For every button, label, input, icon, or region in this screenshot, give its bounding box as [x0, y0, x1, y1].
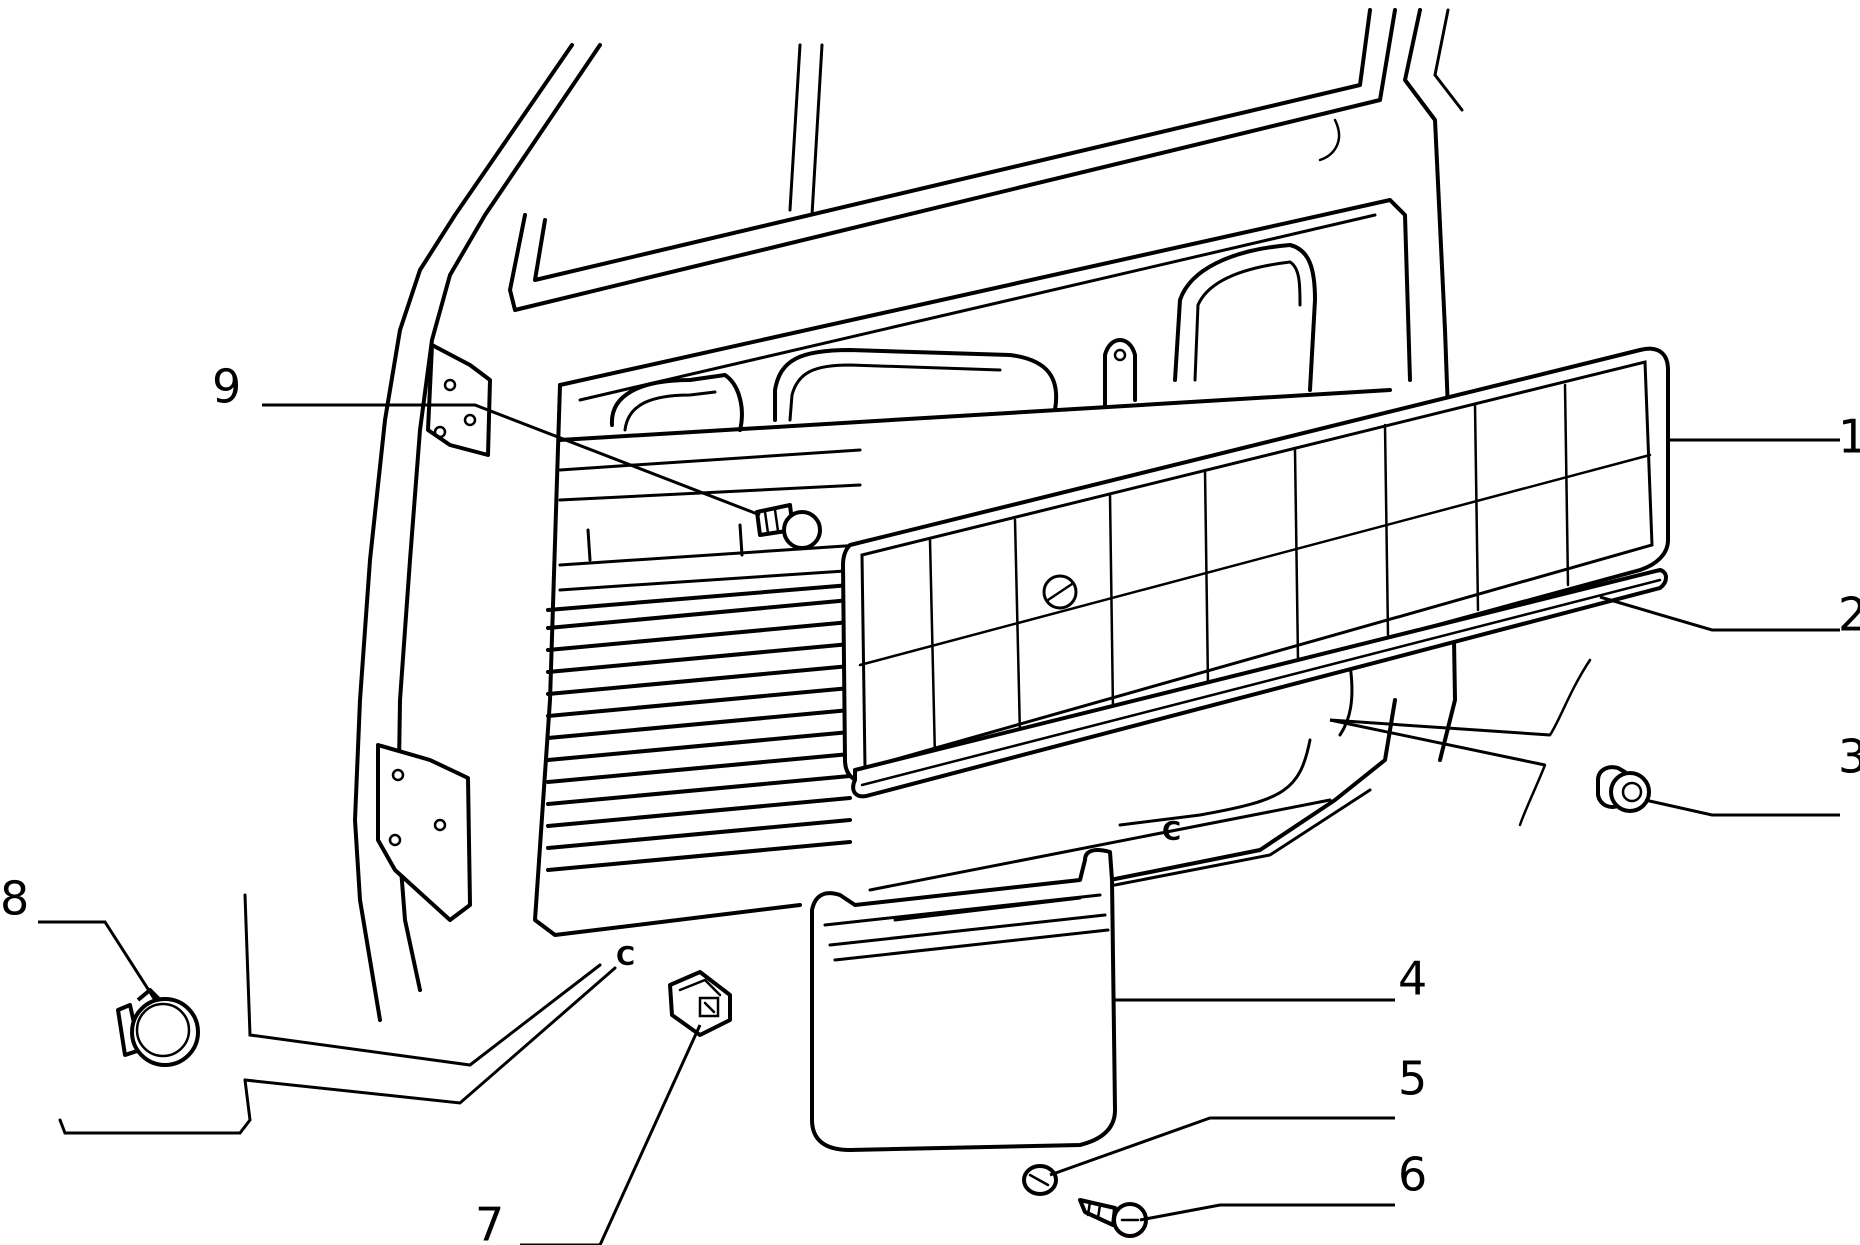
door-sill-lines — [58, 658, 1592, 1135]
callout-label-7: 7 — [475, 1198, 504, 1245]
door-mark-b: C — [616, 942, 635, 972]
callout-label-5: 5 — [1398, 1052, 1427, 1106]
part-4-door-pocket — [810, 848, 1117, 1152]
callout-leaders — [38, 403, 1840, 1245]
callout-labels: 1 2 3 4 5 6 7 8 9 — [0, 360, 1860, 1245]
part-6-screw — [1078, 1198, 1148, 1238]
part-2-moulding-strip — [851, 568, 1668, 799]
door-inner-panel — [558, 198, 1412, 432]
door-window-frame — [353, 8, 1464, 1022]
callout-label-1: 1 — [1838, 410, 1860, 464]
upper-hinge — [426, 343, 492, 457]
door-trim-panel — [533, 383, 1397, 937]
part-3-cap — [1596, 765, 1651, 813]
callout-label-3: 3 — [1838, 730, 1860, 784]
door-mark-a: C — [1162, 817, 1181, 847]
part-1-padded-panel — [841, 346, 1670, 784]
callout-label-8: 8 — [0, 872, 29, 926]
louver-lines — [546, 598, 852, 872]
callout-label-6: 6 — [1398, 1148, 1427, 1202]
callout-label-4: 4 — [1398, 952, 1427, 1006]
part-7-clip — [668, 970, 732, 1037]
callout-label-2: 2 — [1838, 588, 1860, 642]
part-8-cap — [116, 988, 200, 1067]
callout-label-9: 9 — [212, 360, 241, 414]
part-9-screw — [755, 503, 822, 550]
lower-hinge — [376, 743, 472, 922]
part-5-clip-nut — [1022, 1164, 1058, 1196]
